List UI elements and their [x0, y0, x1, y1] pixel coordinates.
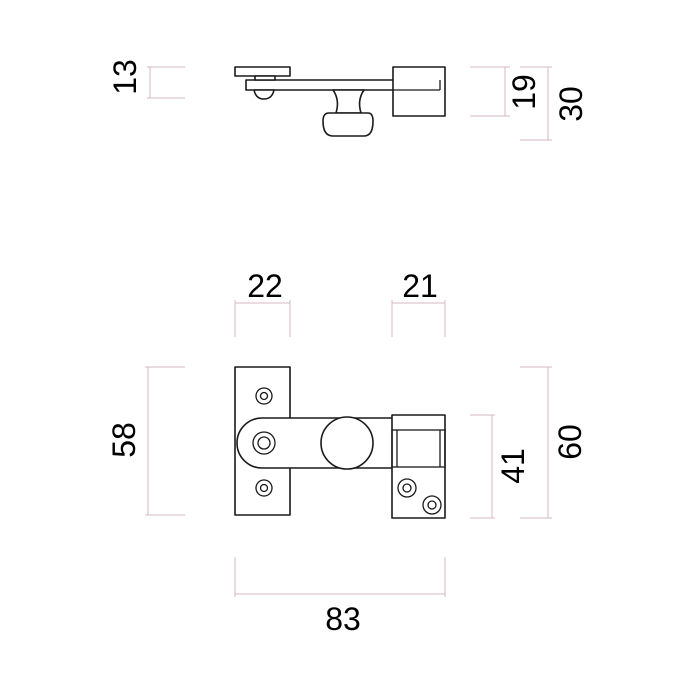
- front-keeper-screw-b-inner: [427, 500, 437, 510]
- dim-front-total-height-label: 60: [552, 424, 588, 460]
- dim-top-left-height-label: 13: [107, 59, 143, 95]
- top-view-upper-plate: [234, 66, 291, 77]
- front-keeper-screw-b: [422, 495, 442, 515]
- dim-top-mid-height: 19: [470, 66, 542, 117]
- front-knob: [320, 416, 374, 470]
- front-pivot-inner: [257, 436, 271, 450]
- dim-front-left-width: 22: [234, 268, 291, 337]
- dim-front-total-height: 60: [520, 366, 588, 519]
- top-view-knob-stem: [332, 89, 365, 114]
- dim-top-total-height-label: 30: [553, 86, 589, 122]
- top-view-keeper: [392, 66, 446, 117]
- front-left-screw-top-inner: [259, 391, 269, 401]
- dim-top-left-height: 13: [107, 59, 185, 99]
- top-view-rivet: [253, 89, 275, 100]
- top-view-knob-cap: [322, 112, 374, 137]
- front-pivot-outer: [252, 431, 276, 455]
- dim-front-left-height: 58: [106, 366, 185, 516]
- front-left-screw-top: [255, 387, 273, 405]
- dim-front-left-width-label: 22: [247, 268, 283, 304]
- front-keeper-screw-a: [397, 478, 417, 498]
- front-left-screw-bottom-inner: [259, 483, 269, 493]
- front-left-screw-bottom: [255, 479, 273, 497]
- top-view: [234, 66, 446, 137]
- dim-front-keeper-height: 41: [470, 414, 531, 519]
- top-view-link: [254, 75, 276, 81]
- front-keeper-slot: [391, 429, 446, 468]
- dim-top-total-height: 30: [520, 66, 589, 141]
- front-keeper-screw-a-inner: [402, 483, 412, 493]
- dim-top-mid-height-label: 19: [506, 74, 542, 110]
- front-view: [234, 366, 446, 519]
- dim-front-total-width: 83: [234, 557, 446, 637]
- dim-front-right-width: 21: [391, 268, 446, 337]
- dim-front-total-width-label: 83: [325, 601, 361, 637]
- dim-front-keeper-height-label: 41: [495, 448, 531, 484]
- dim-front-left-height-label: 58: [106, 422, 142, 458]
- dim-front-right-width-label: 21: [402, 268, 438, 304]
